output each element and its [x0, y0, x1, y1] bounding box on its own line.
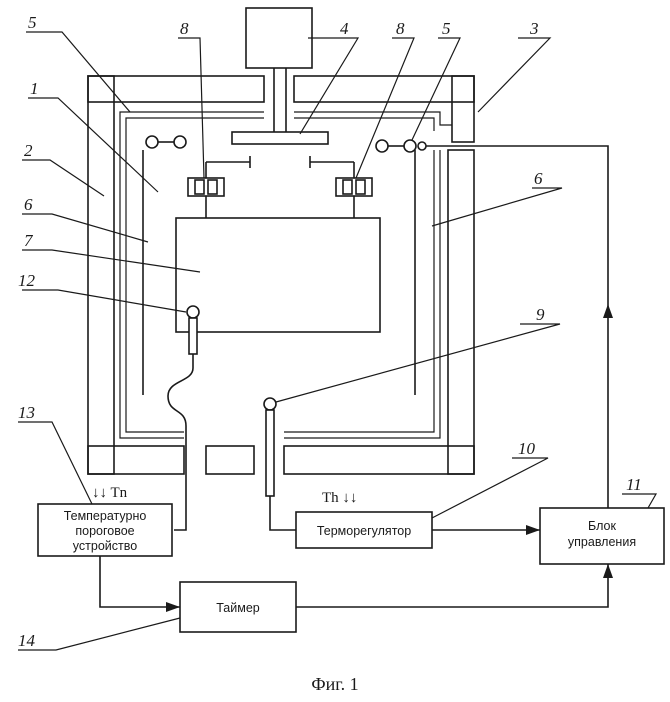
- timer-label: Таймер: [216, 601, 260, 615]
- ref-8-right: 8: [396, 19, 405, 38]
- ref-14: 14: [18, 631, 36, 650]
- control-label-1: Блок: [588, 519, 616, 533]
- ref-10: 10: [518, 439, 536, 458]
- ref-11: 11: [626, 475, 642, 494]
- insulation-wall: [87, 75, 475, 475]
- fan-right: [375, 139, 613, 508]
- figure-caption: Фиг. 1: [311, 674, 358, 694]
- block-thermoregulator: Терморегулятор: [295, 511, 433, 549]
- grip-right: [309, 156, 373, 218]
- ref-2: 2: [24, 141, 33, 160]
- threshold-label-1: Температурно: [64, 509, 147, 523]
- ref-13: 13: [18, 403, 35, 422]
- ref-6-left: 6: [24, 195, 33, 214]
- control-label-2: управления: [568, 535, 636, 549]
- chamber-lines: [142, 150, 416, 395]
- block-threshold: Температурно пороговое устройство: [37, 503, 173, 557]
- reference-numbers: 5 1 2 6 7 12 13 14 8 4 8 5 3 6 9 10 11: [18, 13, 642, 650]
- ref-12: 12: [18, 271, 36, 290]
- block-timer: Таймер: [179, 581, 297, 633]
- block-control: Блок управления: [539, 507, 665, 565]
- threshold-label-3: устройство: [73, 539, 137, 553]
- fan-left: [145, 135, 187, 149]
- chamber-sensor: [263, 397, 296, 531]
- grip-left: [187, 156, 251, 218]
- ref-1: 1: [30, 79, 39, 98]
- ref-5-left: 5: [28, 13, 37, 32]
- housing-wall: [119, 111, 452, 439]
- signal-lines: [99, 525, 613, 612]
- ref-8-left: 8: [180, 19, 189, 38]
- ref-6-right: 6: [534, 169, 543, 188]
- threshold-label-2: пороговое: [75, 524, 134, 538]
- ref-5-right: 5: [442, 19, 451, 38]
- drive-unit: [231, 7, 329, 145]
- ref-4: 4: [340, 19, 349, 38]
- ref-9: 9: [536, 305, 545, 324]
- product-sensor: [167, 305, 200, 531]
- product-block: [175, 217, 381, 333]
- leader-lines: [18, 31, 658, 651]
- ref-7: 7: [24, 231, 34, 250]
- temp-set-symbol: Th ↓↓: [322, 490, 357, 506]
- thermoregulator-label: Терморегулятор: [317, 524, 411, 538]
- temp-threshold-symbol: ↓↓ Tn: [92, 485, 128, 501]
- ref-3: 3: [529, 19, 539, 38]
